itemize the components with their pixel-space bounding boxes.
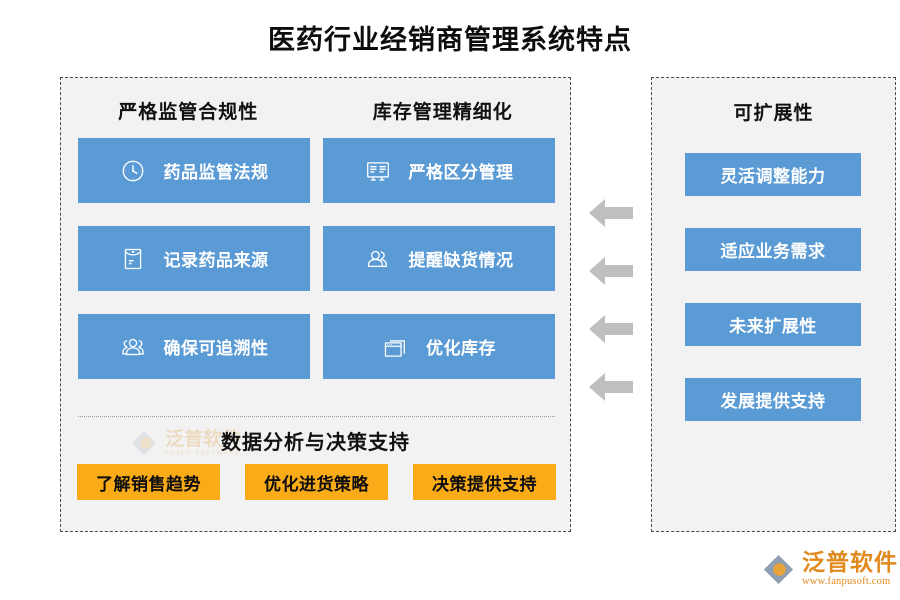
column-heading-compliance-label: 严格监管合规性 (118, 102, 259, 123)
scalability-item-business-needs[interactable]: 适应业务需求 (685, 228, 861, 271)
left-panel: 严格监管合规性 库存管理精细化 药品监管法规 (60, 77, 571, 532)
analytics-chip-decision-support-label: 决策提供支持 (432, 474, 537, 494)
feature-tile-drug-regulation[interactable]: 药品监管法规 (78, 138, 310, 203)
feature-tile-optimize-inventory-label: 优化库存 (426, 339, 496, 358)
scalability-item-future-expansion[interactable]: 未来扩展性 (685, 303, 861, 346)
feature-tile-traceability-label: 确保可追溯性 (163, 339, 269, 358)
left-arrow-icon-3 (588, 312, 635, 346)
board-icon (365, 158, 391, 184)
feature-tile-drug-regulation-label: 药品监管法规 (163, 163, 269, 182)
brand-logo-text: 泛普软件 www.fanpusoft.com (802, 551, 898, 588)
right-panel: 可扩展性 灵活调整能力 适应业务需求 未来扩展性 发展提供支持 (651, 77, 896, 532)
left-arrow-icon-2 (588, 254, 635, 288)
page-title: 医药行业经销商管理系统特点 (268, 25, 632, 55)
feature-tile-record-source[interactable]: 记录药品来源 (78, 226, 310, 291)
right-panel-heading: 可扩展性 (652, 98, 895, 125)
scalability-item-growth-support[interactable]: 发展提供支持 (685, 378, 861, 421)
scalability-item-growth-support-label: 发展提供支持 (720, 392, 826, 411)
clock-icon (120, 158, 146, 184)
feature-tile-traceability[interactable]: 确保可追溯性 (78, 314, 310, 379)
analytics-chip-row: 了解销售趋势 优化进货策略 决策提供支持 (77, 464, 556, 500)
brand-logo-url: www.fanpusoft.com (802, 576, 891, 587)
envelope-icon (120, 246, 146, 272)
column-heading-compliance: 严格监管合规性 (61, 97, 316, 124)
scalability-item-business-needs-label: 适应业务需求 (720, 242, 826, 261)
analytics-chip-sales-trend[interactable]: 了解销售趋势 (77, 464, 220, 500)
analytics-chip-decision-support[interactable]: 决策提供支持 (413, 464, 556, 500)
brand-logo-icon (762, 553, 795, 586)
scalability-item-list: 灵活调整能力 适应业务需求 未来扩展性 发展提供支持 (685, 153, 861, 421)
column-heading-inventory: 库存管理精细化 (316, 97, 571, 124)
right-panel-heading-label: 可扩展性 (733, 103, 814, 124)
feature-tile-stock-alert[interactable]: 提醒缺货情况 (323, 226, 555, 291)
column-heading-inventory-label: 库存管理精细化 (372, 102, 513, 123)
analytics-section-heading: 数据分析与决策支持 (221, 432, 410, 454)
brand-logo-cn: 泛普软件 (802, 550, 898, 575)
analytics-chip-purchase-strategy-label: 优化进货策略 (264, 474, 369, 494)
left-arrow-icon-4 (588, 370, 635, 404)
left-arrow-icon-1 (588, 196, 635, 230)
feature-tile-strict-classification-label: 严格区分管理 (408, 163, 514, 182)
windows-icon (382, 334, 408, 360)
feature-tile-strict-classification[interactable]: 严格区分管理 (323, 138, 555, 203)
feature-tile-grid: 药品监管法规 严格区分管理 (78, 138, 555, 379)
feature-tile-optimize-inventory[interactable]: 优化库存 (323, 314, 555, 379)
feature-tile-stock-alert-label: 提醒缺货情况 (408, 251, 514, 270)
users-icon (120, 334, 146, 360)
two-users-icon (365, 246, 391, 272)
scalability-item-future-expansion-label: 未来扩展性 (729, 317, 817, 336)
scalability-item-flexible-adjustment-label: 灵活调整能力 (720, 167, 826, 186)
arrow-group (588, 196, 638, 404)
left-panel-column-headings: 严格监管合规性 库存管理精细化 (61, 97, 570, 124)
analytics-chip-sales-trend-label: 了解销售趋势 (96, 474, 201, 494)
section-divider (78, 416, 555, 417)
analytics-chip-purchase-strategy[interactable]: 优化进货策略 (245, 464, 388, 500)
scalability-item-flexible-adjustment[interactable]: 灵活调整能力 (685, 153, 861, 196)
feature-tile-record-source-label: 记录药品来源 (163, 251, 269, 270)
brand-logo: 泛普软件 www.fanpusoft.com (762, 551, 898, 588)
